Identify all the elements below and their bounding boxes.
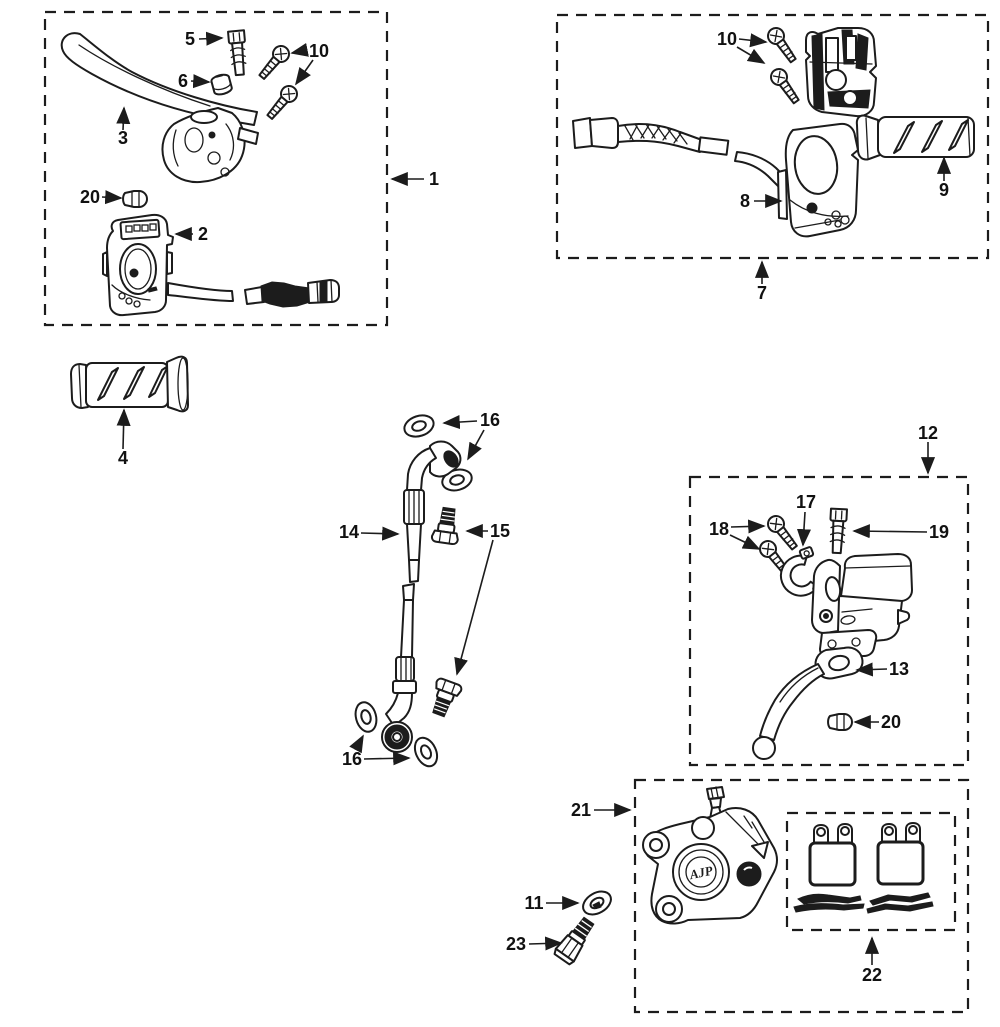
caliper-logo: AJP [687,863,715,883]
throttle-grip [855,114,975,161]
callout-15: 15 [490,521,510,541]
callout-16-lower: 16 [342,749,362,769]
reservoir-bolt [827,507,848,555]
housing-screw-1 [254,41,294,84]
front-brake-lever [752,646,864,760]
hose-washer-1 [400,410,438,442]
callout-4: 4 [118,448,128,468]
pad-spring-clip-1 [793,893,865,913]
callout-2: 2 [198,224,208,244]
brake-pad-2 [876,821,925,886]
right-switch-assembly [777,122,859,238]
left-controls-box [43,10,389,327]
master-cylinder [811,553,913,659]
lever-pivot-bolt [227,29,249,77]
callout-20-left: 20 [80,187,100,207]
throttle-housing [805,27,877,118]
callout-14: 14 [339,522,359,542]
left-switch-connector [244,279,340,308]
banjo-bolt-lower [425,676,464,721]
brake-hose [381,440,462,753]
right-controls-box [555,13,990,260]
callout-10-right: 10 [717,29,737,49]
brake-pad-1 [808,822,857,887]
left-grip [70,355,189,413]
callout-18: 18 [709,519,729,539]
caliper-box [633,778,970,1014]
callout-17: 17 [796,492,816,512]
lever-nut-right [827,713,853,731]
left-switch-assembly [102,213,234,317]
callout-19: 19 [929,522,949,542]
callout-16-upper: 16 [480,410,500,430]
callout-labels: 1 2 3 4 5 6 7 8 9 10 10 11 12 13 14 15 1… [80,29,949,985]
brake-caliper: AJP [642,786,778,925]
callout-7: 7 [757,283,767,303]
lever-nut-left [122,190,148,208]
callout-13: 13 [889,659,909,679]
caliper-washer-mark [592,901,602,909]
callout-leaders [101,31,952,965]
hose-washer-4 [409,733,443,771]
pad-spring-clip-2 [866,892,934,914]
front-brake-lever-assembly [60,32,259,184]
callout-12: 12 [918,423,938,443]
housing-screw-2 [262,81,302,124]
callout-21: 21 [571,800,591,820]
brake-pad-kit-box [785,811,957,932]
callout-10-left: 10 [309,41,329,61]
callout-22: 22 [862,965,882,985]
callout-6: 6 [178,71,188,91]
master-cylinder-box [688,475,970,767]
callout-8: 8 [740,191,750,211]
callout-9: 9 [939,180,949,200]
callout-1: 1 [429,169,439,189]
adjuster-nut [210,73,233,96]
housing-screw-3 [763,23,801,67]
callout-5: 5 [185,29,195,49]
callout-3: 3 [118,128,128,148]
callout-20-right: 20 [881,712,901,732]
wire-harness [572,117,787,189]
caliper-bolt [553,916,595,966]
banjo-bolt-upper [430,505,463,546]
callout-23: 23 [506,934,526,954]
hose-washer-3 [351,698,381,736]
callout-11: 11 [524,893,543,913]
housing-screw-4 [766,64,804,108]
